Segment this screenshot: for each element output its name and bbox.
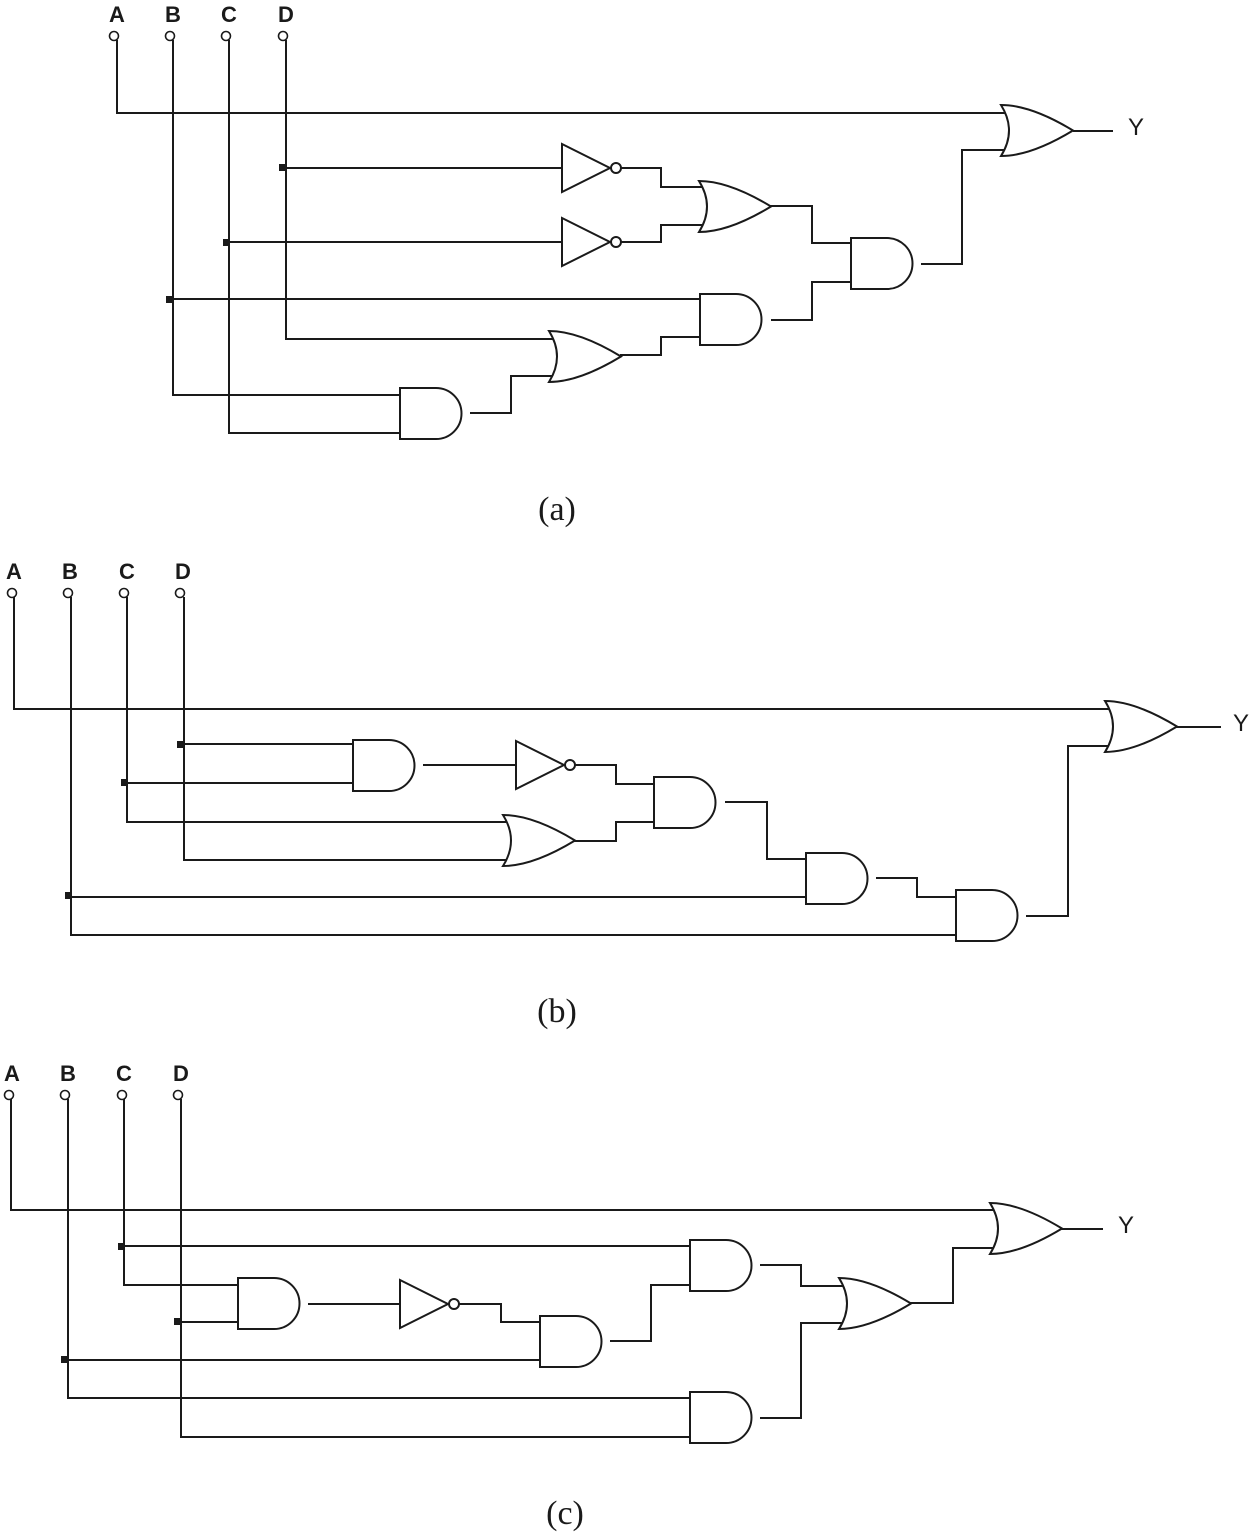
- junction-dot: [279, 164, 286, 171]
- input-terminal-b: [164, 30, 176, 42]
- input-terminal-b: [62, 587, 74, 599]
- not-gate: [561, 143, 622, 193]
- input-label-b: B: [165, 2, 181, 27]
- input-label-d: D: [278, 2, 294, 27]
- input-terminal-c: [220, 30, 232, 42]
- and-gate: [699, 293, 763, 346]
- caption-a: (a): [538, 491, 576, 528]
- input-label-b: B: [60, 1061, 76, 1086]
- wires-a: [116, 40, 1113, 434]
- junction-dot: [223, 239, 230, 246]
- and-gate: [850, 237, 914, 290]
- input-terminal-c: [116, 1089, 128, 1101]
- circuit-c: A B C D: [3, 1061, 1134, 1532]
- and-gate: [352, 739, 416, 792]
- input-label-c: C: [116, 1061, 132, 1086]
- or-gate-output: [989, 1202, 1063, 1255]
- input-label-d: D: [175, 559, 191, 584]
- junction-dot: [61, 1356, 68, 1363]
- and-gate: [955, 889, 1019, 942]
- caption-c: (c): [546, 1495, 584, 1532]
- wires-c: [10, 1099, 1103, 1438]
- or-gate: [838, 1277, 912, 1330]
- input-label-a: A: [4, 1061, 20, 1086]
- junction-dot: [174, 1318, 181, 1325]
- not-gate: [399, 1279, 460, 1329]
- and-gate: [399, 387, 463, 440]
- output-label-y: Y: [1118, 1212, 1134, 1239]
- input-label-a: A: [6, 559, 22, 584]
- or-gate-output: [1104, 700, 1178, 753]
- or-gate: [698, 180, 772, 233]
- input-terminal-d: [277, 30, 289, 42]
- output-label-y: Y: [1233, 710, 1249, 737]
- input-label-c: C: [119, 559, 135, 584]
- input-terminal-d: [174, 587, 186, 599]
- and-gate: [539, 1315, 603, 1368]
- not-gate: [515, 740, 576, 790]
- input-terminal-a: [6, 587, 18, 599]
- and-gate: [653, 776, 717, 829]
- or-gate: [548, 330, 622, 383]
- junction-dot: [166, 296, 173, 303]
- input-terminal-d: [172, 1089, 184, 1101]
- and-gate: [237, 1277, 301, 1330]
- and-gate: [689, 1391, 753, 1444]
- output-label-y: Y: [1128, 114, 1144, 141]
- junction-dot: [65, 892, 72, 899]
- input-terminal-a: [108, 30, 120, 42]
- not-gate: [561, 217, 622, 267]
- input-label-b: B: [62, 559, 78, 584]
- and-gate: [805, 852, 869, 905]
- circuit-b: A B C D: [6, 559, 1249, 1030]
- input-terminal-b: [59, 1089, 71, 1101]
- junction-dot: [118, 1243, 125, 1250]
- wires-b: [13, 597, 1221, 936]
- or-gate: [502, 814, 576, 867]
- or-gate-output: [1000, 104, 1074, 157]
- junction-dot: [177, 741, 184, 748]
- input-terminal-a: [3, 1089, 15, 1101]
- caption-b: (b): [537, 993, 577, 1030]
- input-label-a: A: [109, 2, 125, 27]
- input-label-c: C: [221, 2, 237, 27]
- input-label-d: D: [173, 1061, 189, 1086]
- input-terminal-c: [118, 587, 130, 599]
- junction-dot: [121, 779, 128, 786]
- circuit-a: A B C D: [108, 2, 1144, 528]
- and-gate: [689, 1239, 753, 1292]
